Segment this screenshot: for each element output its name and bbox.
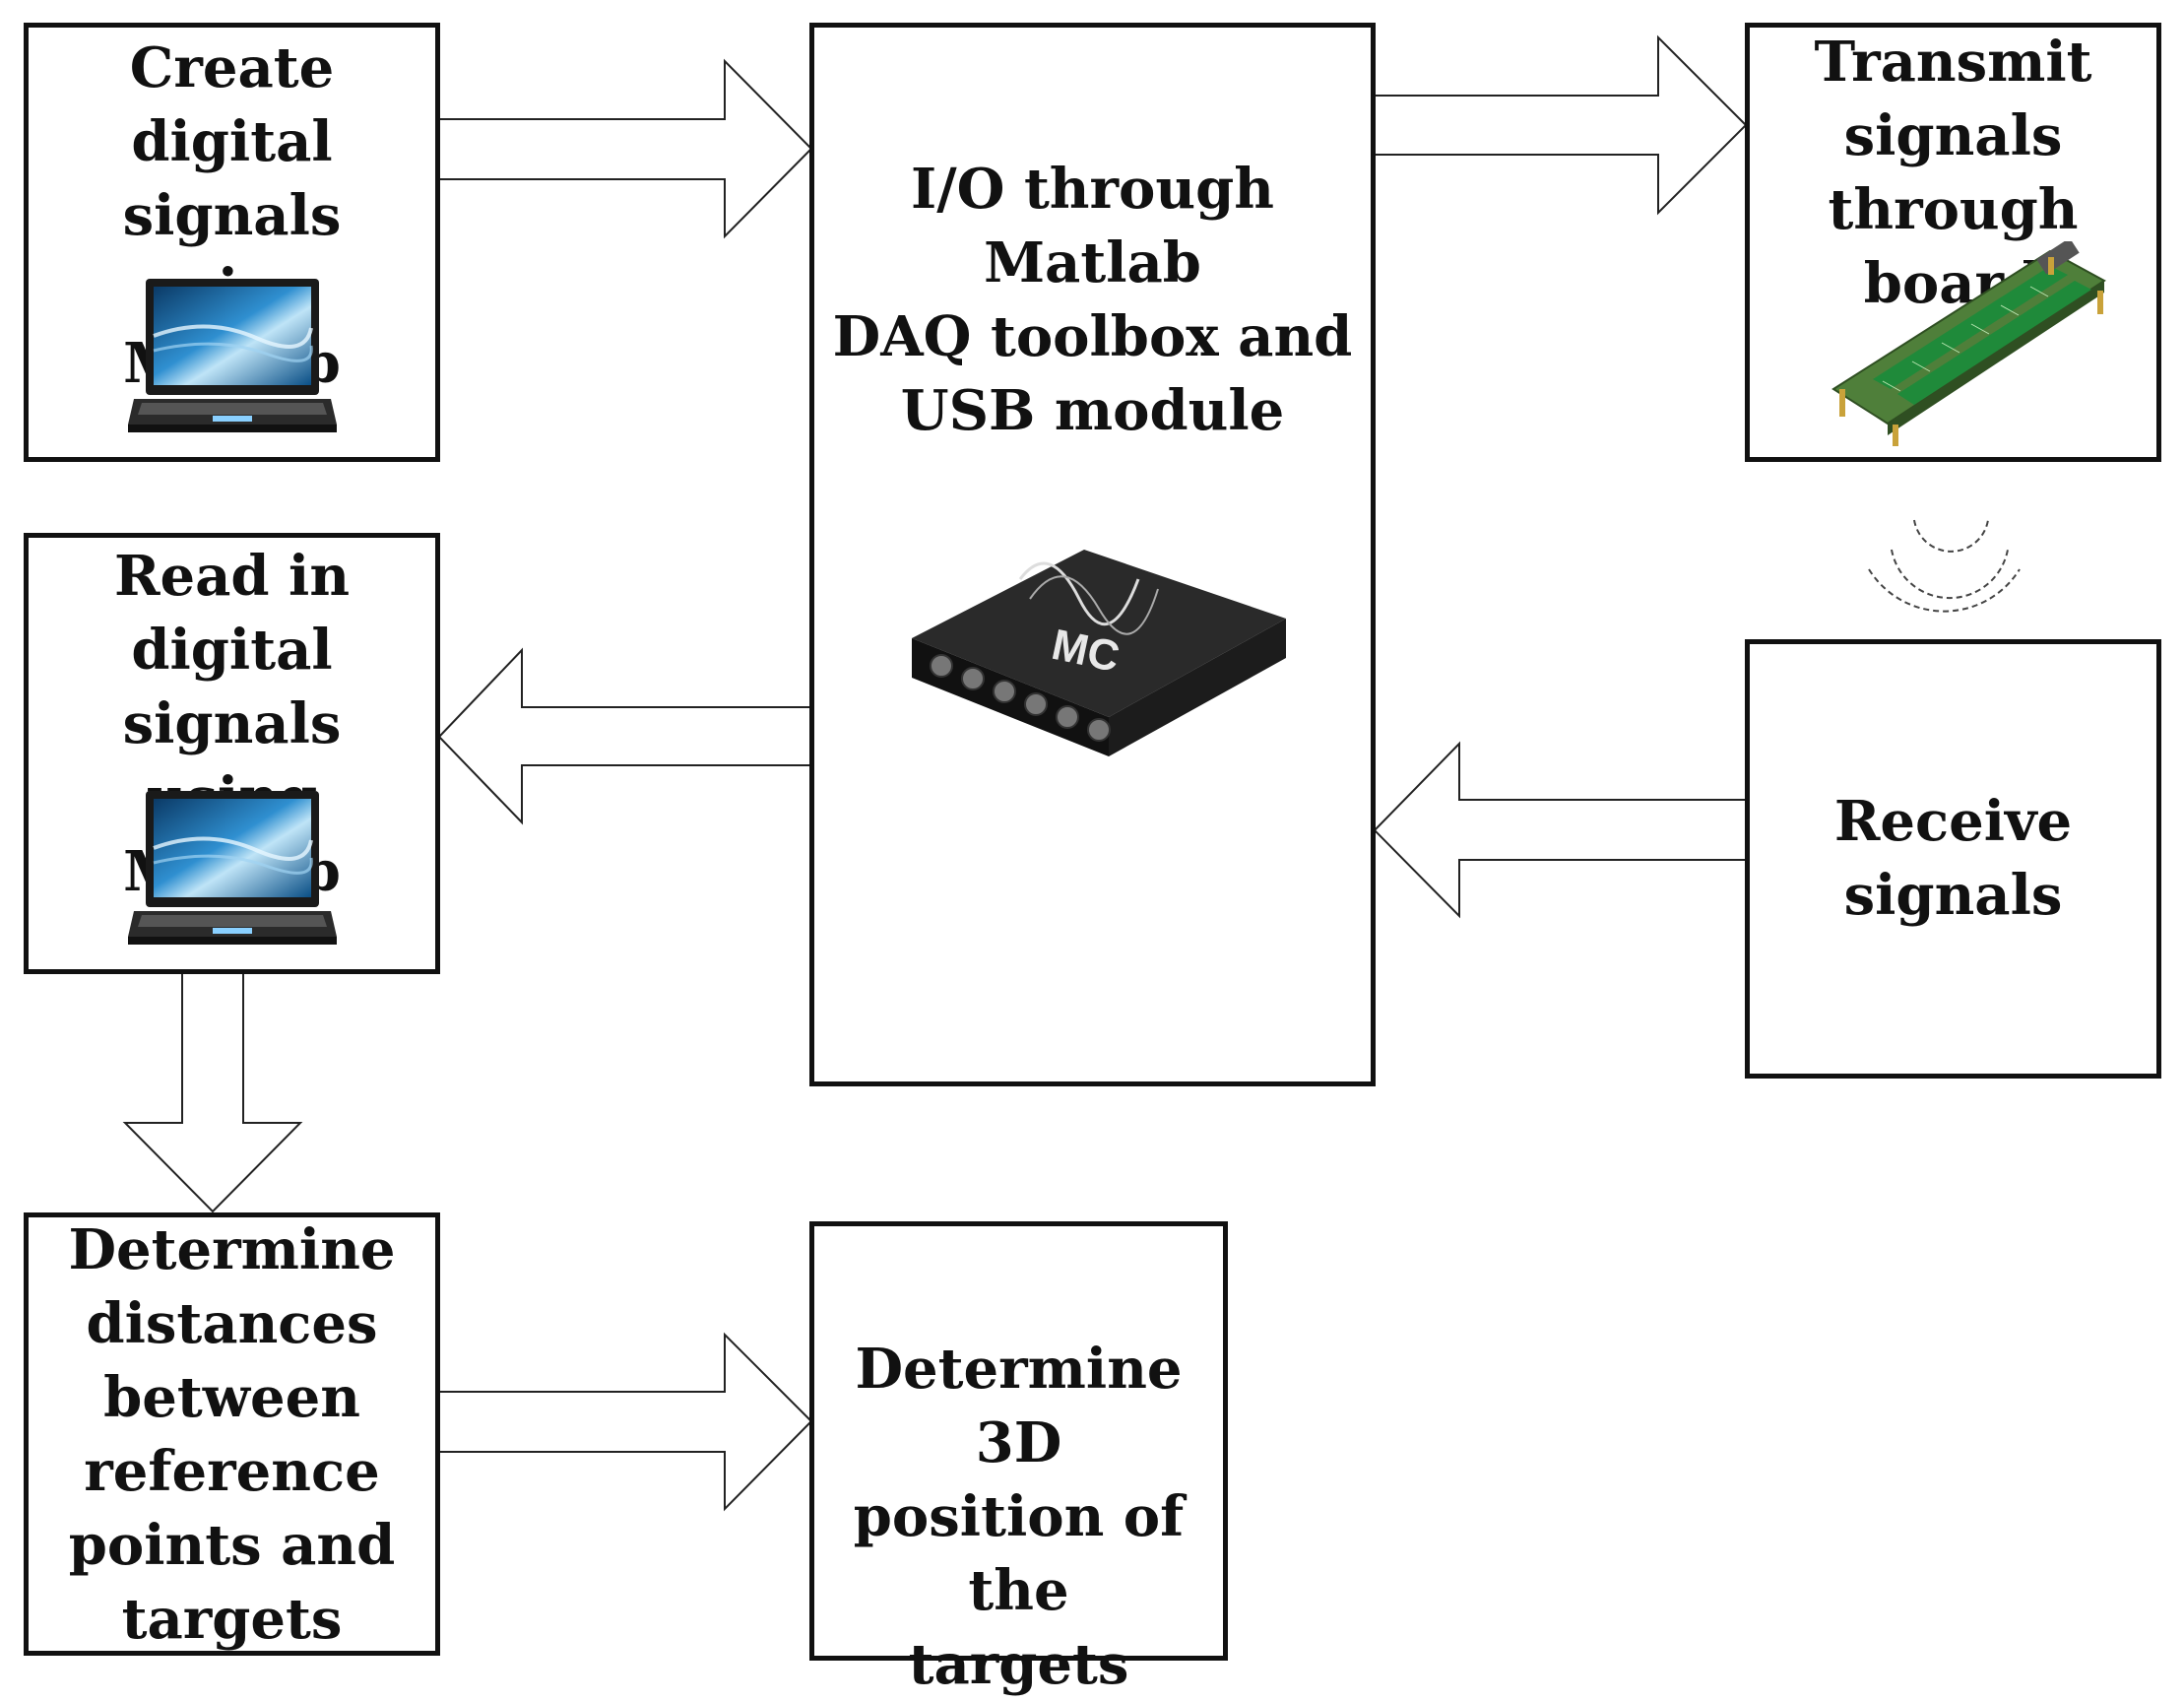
arrow-receive-to-io (1373, 741, 1749, 919)
node-io-matlab-daq: I/O through Matlab DAQ toolbox and USB m… (809, 23, 1376, 1086)
label-line: between (103, 1365, 360, 1430)
usb-daq-module-icon: MC (912, 550, 1286, 756)
label-line: Receive (1833, 789, 2073, 854)
label-line: Create digital (129, 35, 335, 174)
label-line: signals (1843, 103, 2063, 168)
node-determine-distances: Determine distances between reference po… (24, 1212, 440, 1656)
label-line: Determine (68, 1217, 396, 1282)
arrow-create-to-io (438, 58, 813, 239)
wireless-signal-icon (1868, 519, 2021, 613)
label-line: targets (908, 1632, 1129, 1697)
laptop-icon (128, 791, 337, 945)
label-line: signals (1843, 863, 2063, 928)
circuit-board-icon (1831, 241, 2106, 446)
label-line: Read in digital (113, 544, 351, 683)
label-line: DAQ toolbox and (832, 304, 1353, 369)
label-line: points and (68, 1513, 396, 1578)
node-io-matlab-daq-label: I/O through Matlab DAQ toolbox and USB m… (814, 153, 1371, 448)
arrow-read-to-distances (122, 972, 303, 1213)
label-line: USB module (900, 378, 1285, 443)
node-determine-3d-position: Determine 3D position of the targets (809, 1221, 1228, 1697)
label-line: reference (84, 1439, 380, 1504)
node-determine-3d-position-label: Determine 3D position of the targets (814, 1333, 1223, 1702)
node-transmit-signals-label: Transmit signals through board (1750, 26, 2156, 321)
node-read-signals: Read in digital signals using Matlab (24, 533, 440, 974)
label-line: I/O through Matlab (911, 157, 1274, 295)
arrow-distances-to-position (438, 1332, 813, 1512)
label-line: signals (122, 183, 342, 248)
laptop-icon (128, 279, 337, 432)
label-line: Determine 3D (855, 1337, 1183, 1475)
arrow-io-to-read (437, 647, 813, 825)
node-determine-distances-label: Determine distances between reference po… (29, 1213, 435, 1657)
node-transmit-signals: Transmit signals through board (1745, 23, 2161, 462)
arrow-io-to-transmit (1372, 34, 1748, 216)
label-line: distances (86, 1291, 378, 1356)
node-receive-signals-label: Receive signals (1750, 785, 2156, 933)
node-create-signals: Create digital signals using Matlab (24, 23, 440, 462)
node-receive-signals: Receive signals (1745, 639, 2161, 1079)
label-line: Transmit (1814, 30, 2092, 95)
label-line: position of the (853, 1484, 1185, 1623)
label-line: targets (121, 1587, 343, 1652)
